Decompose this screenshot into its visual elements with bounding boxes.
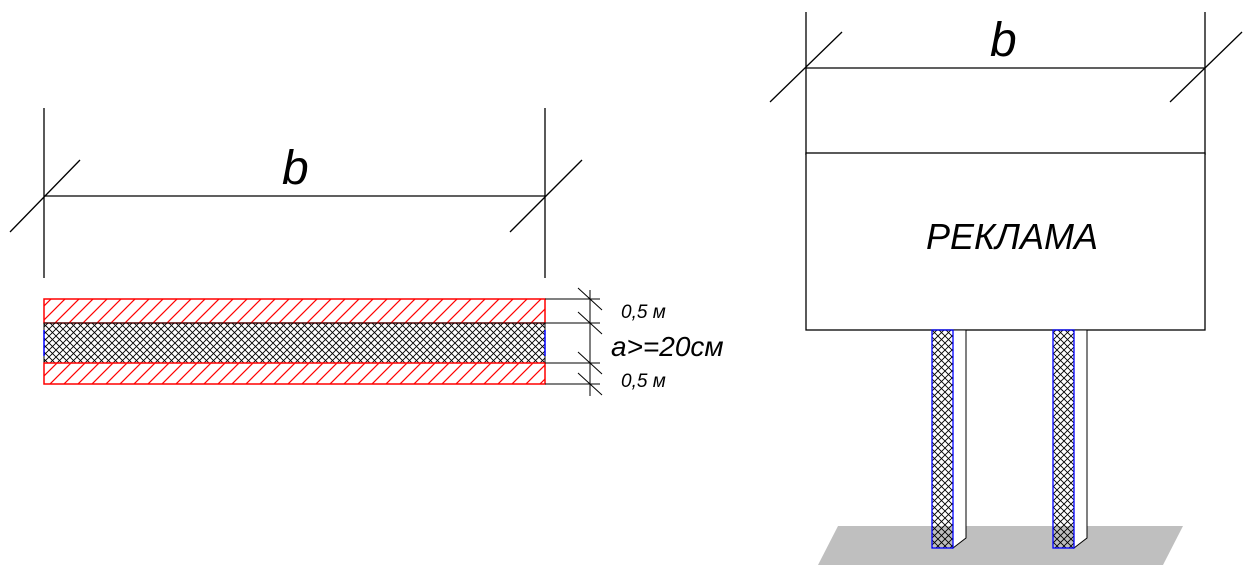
right-width-dimension: b xyxy=(769,12,1243,155)
core-thickness-label: a>=20см xyxy=(611,331,724,362)
bottom-band-thickness-label: 0,5 м xyxy=(621,371,666,392)
layered-strip xyxy=(43,298,546,385)
thickness-dimensions: 0,5 м a>=20см 0,5 м xyxy=(545,287,724,396)
bottom-red-band xyxy=(43,362,546,385)
left-width-label: b xyxy=(282,142,309,195)
top-band-thickness-label: 0,5 м xyxy=(621,302,666,323)
ground-plane xyxy=(818,526,1183,565)
left-section-view: b 0,5 м a>=20см 0,5 м xyxy=(9,108,724,396)
left-width-dimension: b xyxy=(9,108,583,278)
left-post xyxy=(931,329,967,550)
right-post xyxy=(1052,329,1088,550)
right-width-label: b xyxy=(990,14,1017,67)
core-crosshatch-layer xyxy=(43,322,546,364)
billboard-panel xyxy=(805,152,1206,331)
billboard-text: РЕКЛАМА xyxy=(926,216,1098,257)
top-red-band xyxy=(43,298,546,324)
right-billboard-view: b РЕКЛАМА xyxy=(769,12,1243,565)
